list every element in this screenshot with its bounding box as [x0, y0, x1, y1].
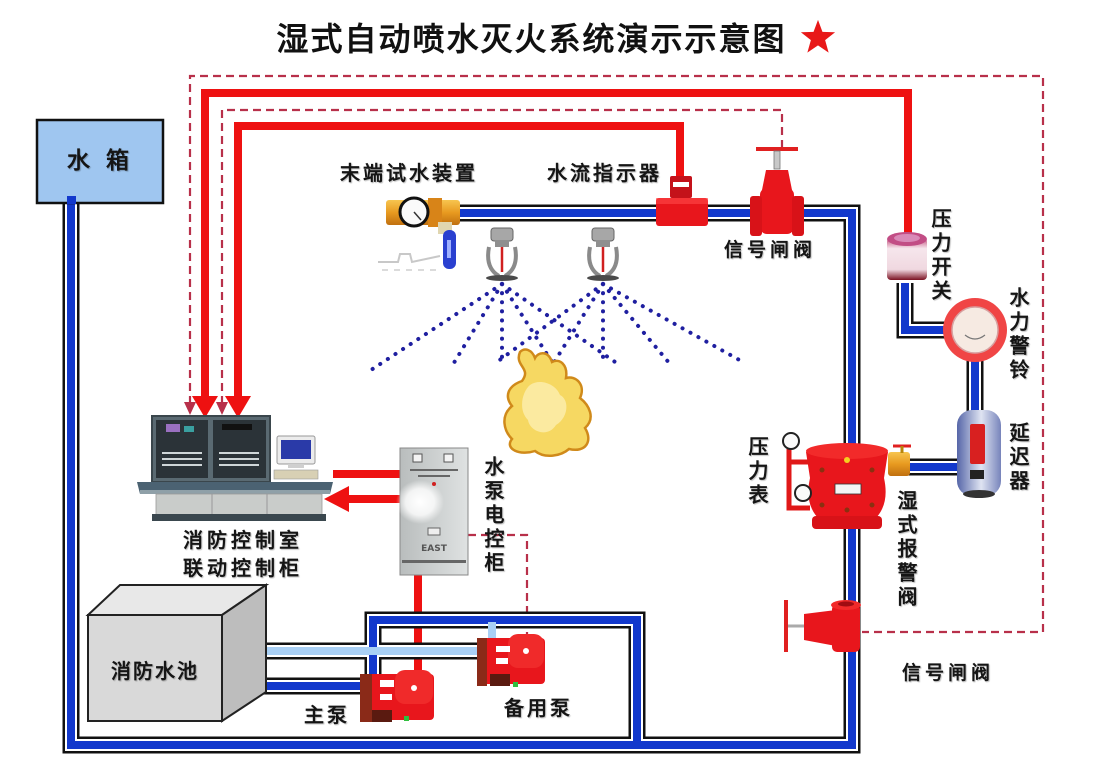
page-title: 湿式自动喷水灭火系统演示示意图	[276, 20, 787, 58]
water-motor-alarm-bell	[943, 298, 1007, 362]
signal-wiring-solid	[192, 89, 912, 684]
fire-water-pool	[85, 583, 270, 723]
main-pump-label: 主泵	[304, 703, 350, 727]
signal-line-flow-indicator	[234, 122, 684, 398]
fire-icon	[503, 348, 592, 457]
sprinkler-head-2	[587, 227, 619, 281]
fire-control-room-label: 消防控制室	[183, 528, 303, 552]
dashed-line-signal-valve-top	[220, 108, 784, 404]
arrow-down-icon	[225, 396, 251, 418]
cabinet-brand: EAST	[421, 544, 448, 554]
gauge-icon	[782, 432, 800, 450]
wet-alarm-valve	[782, 432, 911, 529]
dashed-line-signal-valve-bottom	[188, 74, 1045, 634]
signal-gate-valve-top	[750, 147, 804, 236]
monitor-screen	[281, 440, 311, 459]
water-flow-indicator	[656, 176, 708, 226]
star-icon	[800, 19, 835, 53]
sprinkler-head-1	[486, 227, 518, 281]
pump-control-cabinet: EAST	[396, 447, 469, 576]
standby-pump-label: 备用泵	[504, 696, 573, 720]
arrow-down-icon	[184, 402, 196, 415]
terminal-test-device	[378, 196, 460, 271]
water-tank-label: 水 箱	[66, 148, 133, 174]
arrow-down-icon	[192, 396, 218, 418]
fire-water-pool-label: 消防水池	[111, 659, 199, 683]
arrow-down-icon	[216, 402, 228, 415]
water-flow-indicator-label: 水流指示器	[547, 161, 662, 185]
signal-gate-valve-bottom	[784, 600, 861, 652]
pressure-switch-label: 压力开关	[928, 208, 952, 304]
main-pump	[360, 670, 434, 722]
arrow-left-icon	[324, 486, 349, 512]
water-motor-alarm-bell-label: 水力警铃	[1006, 287, 1030, 383]
signal-wiring-dashed	[184, 74, 1045, 634]
water-tank	[35, 118, 165, 205]
pump-control-cabinet-label: 水泵电控柜	[481, 456, 505, 576]
retard-chamber-label: 延迟器	[1006, 422, 1030, 494]
fire-control-console	[137, 415, 333, 521]
dashed-line-standby-pump	[468, 533, 529, 634]
signal-gate-valve-bottom-label: 信号闸阀	[902, 662, 995, 684]
pressure-gauge-label: 压力表	[745, 436, 769, 508]
linkage-control-cabinet-label: 联动控制柜	[183, 556, 303, 580]
pressure-switch	[887, 232, 927, 280]
terminal-test-device-label: 末端试水装置	[340, 161, 478, 185]
gauge-icon	[794, 484, 812, 502]
title-row: 湿式自动喷水灭火系统演示示意图	[0, 14, 1093, 60]
signal-gate-valve-top-label: 信号闸阀	[724, 239, 817, 261]
standby-pump	[477, 634, 545, 687]
wet-alarm-valve-label: 湿式报警阀	[894, 490, 918, 610]
retard-chamber	[957, 410, 1001, 498]
water-spray	[366, 282, 745, 374]
signal-line-pressure-switch	[201, 89, 912, 398]
